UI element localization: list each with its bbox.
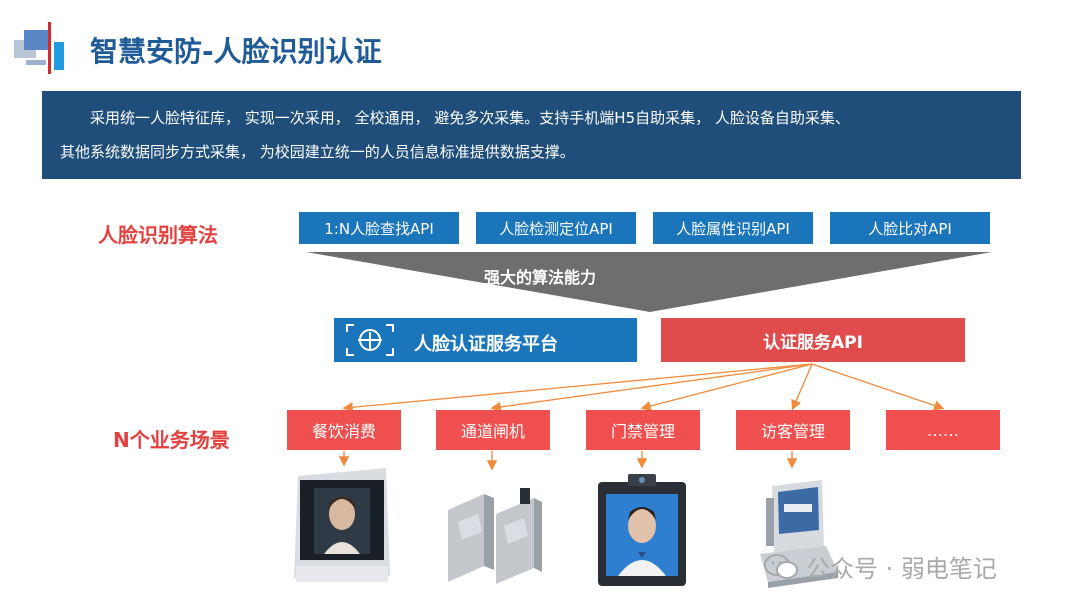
wechat-icon	[764, 553, 798, 581]
arrow-to-gate	[493, 364, 812, 408]
gate-turnstile-image	[438, 470, 546, 588]
scene-access-control: 门禁管理	[586, 410, 700, 450]
funnel-label: 强大的算法能力	[440, 264, 640, 288]
scene-dining: 餐饮消费	[287, 410, 401, 450]
arrow-to-visitor	[793, 364, 812, 408]
dining-terminal-image	[290, 466, 394, 588]
access-control-terminal-image	[588, 468, 696, 588]
watermark-text: 公众号 · 弱电笔记	[806, 549, 997, 584]
scene-gate: 通道闸机	[436, 410, 550, 450]
arrow-to-more	[812, 364, 942, 408]
scene-visitor: 访客管理	[736, 410, 850, 450]
auth-api-box: 认证服务API	[661, 318, 965, 362]
platform-title: 人脸认证服务平台	[414, 332, 564, 358]
scene-more: ……	[886, 410, 1000, 450]
face-scan-icon	[344, 322, 396, 358]
arrow-to-dining	[345, 364, 812, 408]
funnel-shape	[306, 252, 992, 312]
scenarios-label: N个业务场景	[113, 424, 230, 453]
arrow-to-access	[643, 364, 812, 408]
